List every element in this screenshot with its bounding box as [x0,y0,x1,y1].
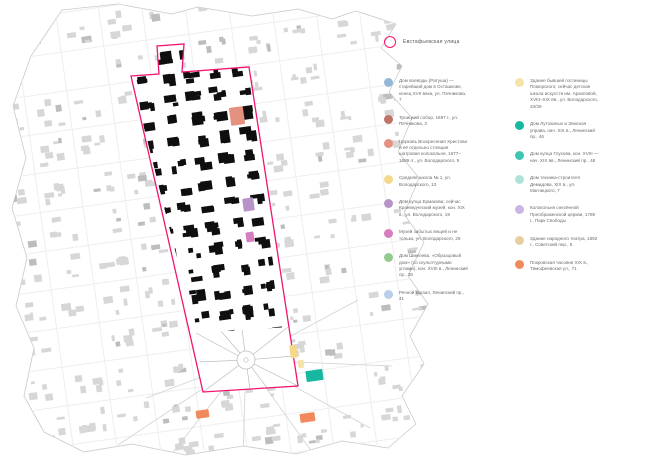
legend-column-left: Дом воеводы (Ратуша) — старейший дом в О… [384,78,470,303]
legend-item-folk-theater: Здание народного театра, 1892 г., Советс… [515,235,601,249]
local-history-museum-marker [242,197,255,212]
legend-item-label: Дом Шмелева, «Образцовый дом» (со скульп… [399,253,468,278]
legend-item-pokrovskaya-chapel: Покровская часовня XIX в., Тимофеевская … [515,259,601,273]
legend-item-label: Средняя школа № 1, ул. Володарского, 13 [399,175,451,187]
legend-item-label: Церковь Воскресения Христова и её отдель… [399,138,468,163]
legend-item-label: Дом купца Глухова, кон. XVIII — нач. XIX… [530,151,599,163]
legend-item-troitsky-cathedral: Троицкий собор, 1697 г., ул. Печникова, … [384,114,470,128]
legend-item-label: Дом техника-строителя Демидова, XIX в., … [530,175,580,194]
legend-item-demidov-house: Дом техника-строителя Демидова, XIX в., … [515,175,601,194]
chapel-marker-left [195,409,210,419]
legend-item-school-1: Средняя школа № 1, ул. Володарского, 13 [384,175,470,188]
legend-item-label: Дом Лутохиных и Земская управа, нач. XIX… [530,121,595,139]
legend-item-obraztsovy-dom: Дом Шмелева, «Образцовый дом» (со скульп… [384,253,470,279]
legend-item-voskresenskaya-church: Церковь Воскресения Христова и её отдель… [384,138,470,165]
legend-title: Евстафьевская улица [384,36,640,48]
legend-item-label: Речной вокзал, Ленинский пр., 41 [399,289,465,302]
legend-item-bell-tower: Колокольня снесённой Преображенской церк… [515,205,601,224]
forgotten-things-museum-color-dot [384,229,393,239]
legend-item-zemstvo-office: Дом Лутохиных и Земская управа, нач. XIX… [515,121,601,140]
legend-item-label: Дом воеводы (Ратуша) — старейший дом в О… [399,78,467,103]
legend-item-label: Троицкий собор, 1697 г., ул. Печникова, … [399,114,459,127]
legend-columns: Дом воеводы (Ратуша) — старейший дом в О… [384,78,640,303]
legend-item-ratusha: Дом воеводы (Ратуша) — старейший дом в О… [384,78,470,104]
legend-item-art-school: Здание бывшей гостиницы Поморского; сейч… [515,78,601,110]
legend-item-label: Покровская часовня XIX в., Тимофеевская … [530,259,589,272]
art-school-marker [289,344,298,359]
legend-item-label: Колокольня снесённой Преображенской церк… [530,205,596,224]
zemstvo-office-color-dot [515,121,524,131]
hotel-marker [297,359,305,369]
legend-item-label: Здание народного театра, 1892 г., Советс… [530,235,598,248]
legend-column-right: Здание бывшей гостиницы Поморского; сейч… [515,78,601,303]
legend-item-local-history-museum: Дом купца Ермакова; сейчас Краеведческий… [384,199,470,218]
legend-title-label: Евстафьевская улица [403,39,460,45]
legend-item-river-station: Речной вокзал, Ленинский пр., 41 [384,289,470,303]
pokrovskaya-chapel-color-dot [515,259,524,269]
demidov-house-color-dot [515,175,524,185]
map-legend: Евстафьевская улица Дом воеводы (Ратуша)… [384,36,640,303]
legend-item-forgotten-things-museum: Музей забытых вещей и не только, ул. Вол… [384,229,470,242]
zemstvo-marker [305,368,324,383]
troitsky-cathedral-color-dot [384,114,393,124]
obraztsovy-dom-color-dot [384,253,393,263]
legend-item-label: Музей забытых вещей и не только, ул. Вол… [399,229,461,241]
bell-tower-color-dot [515,205,524,215]
forgotten-things-marker [245,231,255,243]
local-history-museum-color-dot [384,199,393,209]
ratusha-color-dot [384,78,393,87]
glukhov-house-color-dot [515,151,524,161]
legend-item-label: Дом купца Ермакова; сейчас Краеведческий… [399,199,465,217]
voskresenskaya-church-color-dot [384,138,393,148]
folk-theater-color-dot [515,235,524,245]
school-1-color-dot [384,175,393,185]
chapel-marker-right [299,412,316,423]
legend-item-glukhov-house: Дом купца Глухова, кон. XVIII — нач. XIX… [515,151,601,164]
river-station-color-dot [384,289,393,299]
street-outline-icon [384,36,396,48]
voskresenskaya-church-marker [228,106,246,126]
legend-item-label: Здание бывшей гостиницы Поморского; сейч… [530,78,599,109]
art-school-color-dot [515,78,524,87]
